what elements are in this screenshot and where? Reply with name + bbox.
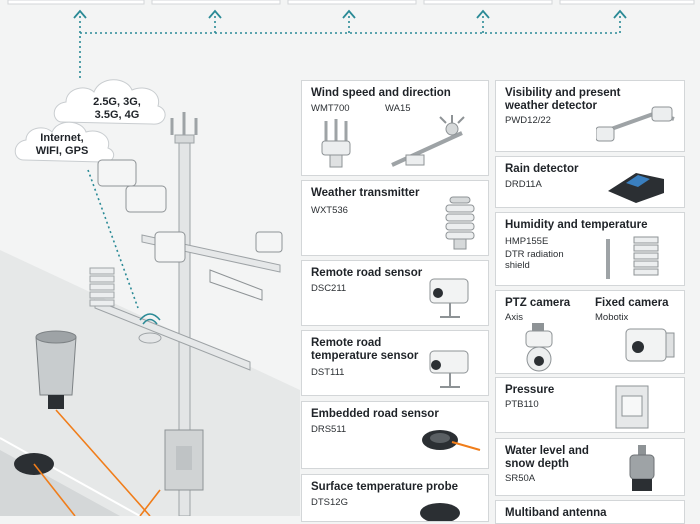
card-water-title: Water level and snow depth: [505, 445, 589, 471]
network-arrow-icons: [73, 9, 627, 19]
card-embedded-title: Embedded road sensor: [311, 408, 439, 420]
wind-sensors-icon: [321, 115, 465, 168]
card-remote-temp-title: Remote road temperature sensor: [311, 337, 418, 363]
cloud-mobile-line-2: 3.5G, 4G: [94, 109, 140, 121]
card-surface-title: Surface temperature probe: [311, 481, 458, 493]
card-water-title-1: Water level and: [505, 445, 589, 457]
card-visibility-title: Visibility and present weather detector: [505, 87, 620, 113]
card-remote-road: Remote road sensor DSC211: [301, 260, 489, 326]
card-humidity-shield-2: shield: [505, 260, 530, 271]
card-cameras: PTZ camera Axis Fixed camera Mobotix: [495, 290, 685, 374]
remote-road-sensor-icon: [429, 278, 469, 318]
rain-detector-icon: [608, 173, 664, 203]
card-visibility-title-2: weather detector: [505, 100, 598, 112]
pressure-sensor-icon: [615, 385, 649, 429]
transmitter-icon: [445, 196, 475, 250]
card-pressure: Pressure PTB110: [495, 377, 685, 433]
card-humidity-model: HMP155E: [505, 236, 549, 247]
top-card-strip: [7, 0, 695, 5]
card-pressure-model: PTB110: [505, 399, 539, 410]
card-remote-temp-model: DST111: [311, 367, 345, 378]
cloud-shapes: [14, 79, 166, 163]
card-antenna: Multiband antenna: [495, 500, 685, 524]
card-antenna-title: Multiband antenna: [505, 507, 607, 519]
card-remote-road-model: DSC211: [311, 283, 347, 294]
card-transmitter-model: WXT536: [311, 205, 348, 216]
card-transmitter-title: Weather transmitter: [311, 187, 420, 199]
card-remote-temp-title-1: Remote road: [311, 337, 382, 349]
network-link-lines: [79, 16, 621, 309]
card-fixed-cam-title: Fixed camera: [595, 297, 669, 309]
card-visibility-model: PWD12/22: [505, 115, 551, 126]
card-remote-road-title: Remote road sensor: [311, 267, 423, 279]
card-humidity-title: Humidity and temperature: [505, 219, 648, 231]
cloud-internet-line-1: Internet,: [40, 132, 84, 144]
cloud-internet-label: Internet, WIFI, GPS: [26, 132, 98, 158]
card-wind: Wind speed and direction WMT700 WA15: [301, 80, 489, 176]
camera-devices: [97, 159, 283, 301]
card-rain: Rain detector DRD11A: [495, 156, 685, 208]
ptz-camera-icon: [525, 323, 553, 372]
card-rain-title: Rain detector: [505, 163, 579, 175]
mast: [94, 112, 281, 516]
card-embedded: Embedded road sensor DRS511: [301, 401, 489, 469]
cloud-internet-line-2: WIFI, GPS: [35, 145, 89, 157]
cloud-mobile-line-1: 2.5G, 3G,: [93, 96, 141, 108]
card-visibility-title-1: Visibility and present: [505, 87, 621, 99]
card-pressure-title: Pressure: [505, 384, 555, 396]
temp-sensor-icon: [429, 350, 469, 388]
radiation-shield: [89, 267, 115, 307]
card-fixed-cam-model: Mobotix: [595, 312, 629, 323]
card-remote-temp: Remote road temperature sensor DST111: [301, 330, 489, 396]
visibility-sensor-icon: [596, 106, 675, 142]
water-level-sensor-icon: [629, 445, 655, 491]
card-water-title-2: snow depth: [505, 458, 569, 470]
card-surface: Surface temperature probe DTS12G: [301, 474, 489, 522]
card-rain-model: DRD11A: [505, 179, 542, 190]
antenna-disc: [138, 332, 162, 344]
card-remote-temp-title-2: temperature sensor: [311, 350, 419, 362]
wifi-icon: [139, 313, 161, 325]
card-humidity: Humidity and temperature HMP155E DTR rad…: [495, 212, 685, 286]
card-humidity-shield-1: DTR radiation: [505, 249, 564, 260]
embedded-sensor-icon: [422, 430, 481, 451]
card-embedded-model: DRS511: [311, 424, 347, 435]
card-ptz-model: Axis: [505, 312, 523, 323]
card-water-model: SR50A: [505, 473, 536, 484]
card-wind-model-2: WA15: [385, 103, 411, 114]
fixed-camera-icon: [625, 328, 675, 362]
humidity-shield-icon: [606, 236, 659, 279]
card-water: Water level and snow depth SR50A: [495, 438, 685, 496]
card-transmitter: Weather transmitter WXT536: [301, 180, 489, 256]
ground-surface: [0, 250, 300, 516]
rain-gauge: [35, 330, 77, 409]
cloud-mobile-label: 2.5G, 3G, 3.5G, 4G: [82, 96, 152, 122]
sensor-cables: [33, 409, 161, 516]
card-ptz-title: PTZ camera: [505, 297, 571, 309]
card-surface-model: DTS12G: [311, 497, 348, 508]
card-wind-title: Wind speed and direction: [311, 87, 451, 99]
card-wind-model-1: WMT700: [311, 103, 350, 114]
card-visibility: Visibility and present weather detector …: [495, 80, 685, 152]
surface-probe-icon: [420, 503, 460, 521]
